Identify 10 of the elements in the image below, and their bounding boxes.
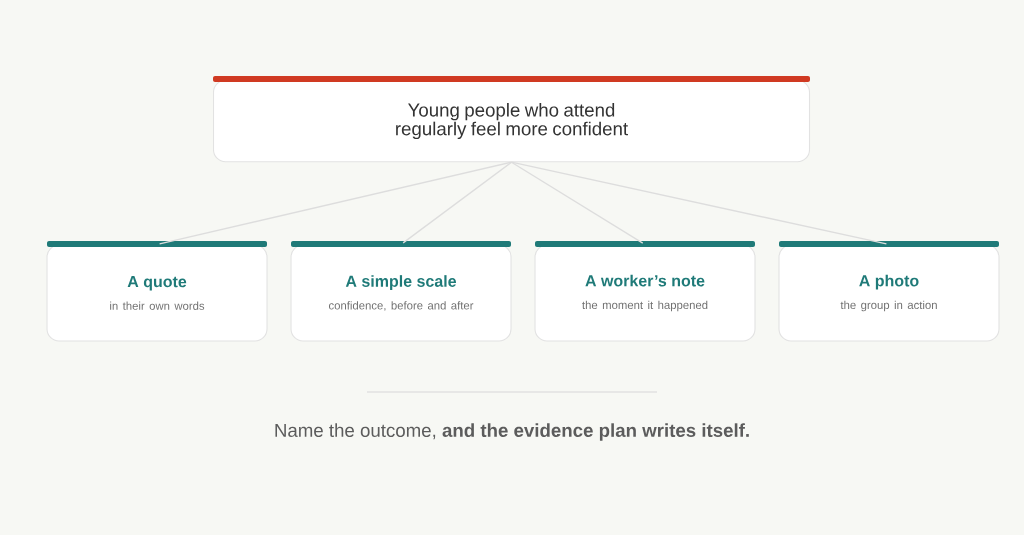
connector-line [510, 161, 644, 244]
connector-line [158, 161, 513, 245]
evidence-card: A simple scale confidence, before and after [290, 241, 512, 342]
evidence-card: A photo the group in action [778, 241, 1000, 342]
connector-line [510, 161, 888, 245]
claim-card: Young people who attend regularly feel more confident [212, 76, 811, 163]
evidence-card: A worker’s note the moment it happened [534, 241, 756, 342]
connector-line [402, 161, 513, 244]
evidence-card: A quote in their own words [46, 241, 268, 342]
caption: Name the outcome, and the evidence plan writes itself. [275, 423, 749, 441]
